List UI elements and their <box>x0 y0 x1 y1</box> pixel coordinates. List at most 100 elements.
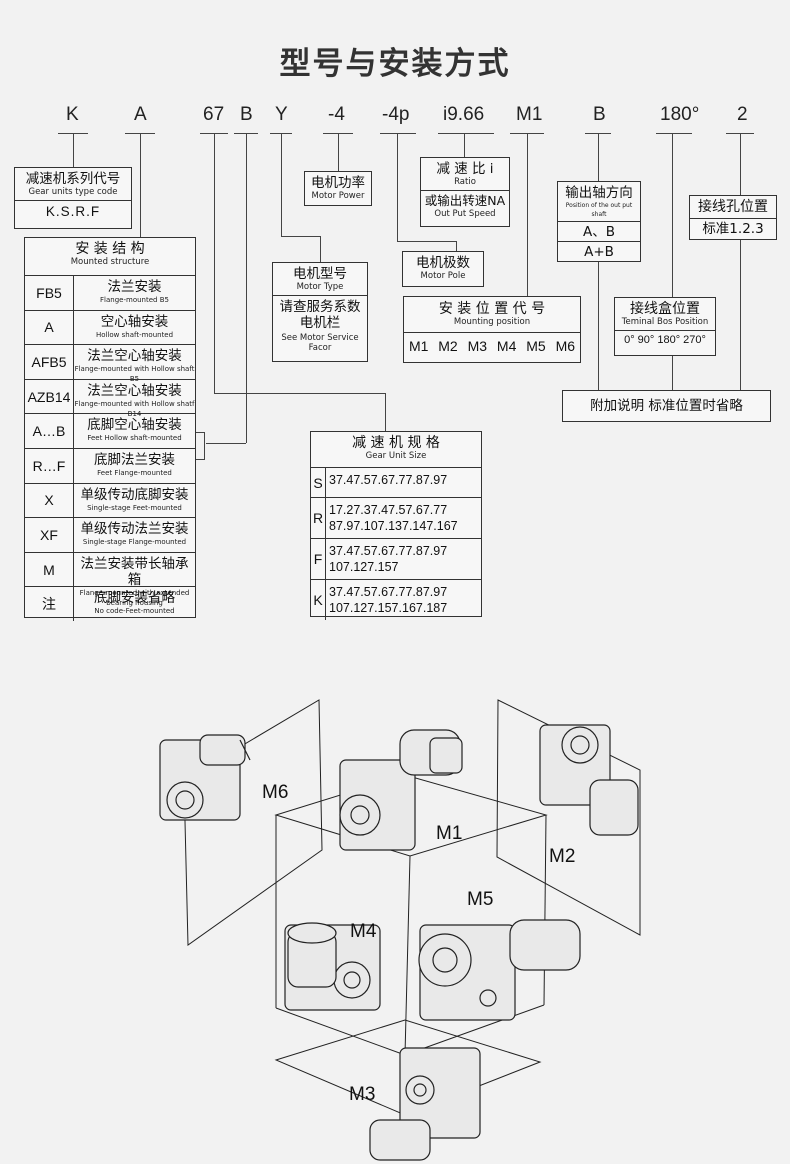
gear-unit-size-values: 107.127.157.167.187 <box>329 601 448 615</box>
output-shaft-option: A、B <box>558 221 640 241</box>
motor-power-label-en: Motor Power <box>311 191 365 201</box>
mounting-position-label: 安 装 位 置 代 号 <box>438 301 546 317</box>
code-y: Y <box>275 104 288 125</box>
mounting-structure-code: A…B <box>25 414 74 448</box>
output-shaft-label-en: Position of the out put shaft <box>565 202 633 218</box>
output-shaft-box: 输出轴方向 Position of the out put shaft A、B … <box>557 181 641 262</box>
position-label-m4: M4 <box>350 921 377 942</box>
position-label-m2: M2 <box>549 846 576 867</box>
mounting-structure-label: 法兰空心轴安装 <box>87 382 182 399</box>
gearmotor-m2 <box>539 724 639 836</box>
code-box: 180° <box>660 104 700 125</box>
mounting-structure-label-en: Hollow shaft-mounted <box>95 330 174 339</box>
note-box: 附加说明 标准位置时省略 <box>562 390 771 422</box>
gear-unit-size-header: 减 速 机 规 格 <box>352 435 440 451</box>
mounting-structure-label: 底脚安装省略 <box>94 590 175 607</box>
gear-unit-size-code: S <box>311 468 326 497</box>
mounting-structure-header: 安 装 结 构 <box>75 241 145 257</box>
mounting-structure-code: FB5 <box>25 276 74 310</box>
plane-m6 <box>183 699 323 946</box>
mounting-position-diagram <box>159 699 641 1161</box>
gear-unit-size-values: 37.47.57.67.77.87.97 <box>329 585 448 599</box>
terminal-box-box: 接线盒位置 Teminal Bos Position 0° 90° 180° 2… <box>614 297 716 356</box>
mounting-structure-label-en: Flange-mounted with Hollow shatf B14 <box>74 399 195 418</box>
mounting-structure-label: 单级传动法兰安装 <box>80 521 189 538</box>
mounting-position-value: M2 <box>438 338 458 354</box>
ratio-label-en: Ratio <box>454 177 476 187</box>
mounting-structure-header-en: Mounted structure <box>70 257 150 267</box>
code-mount: M1 <box>516 104 543 125</box>
mounting-structure-label: 单级传动底脚安装 <box>80 486 189 503</box>
position-label-m3: M3 <box>349 1084 376 1105</box>
gear-unit-size-code: F <box>311 539 326 579</box>
code-pole: -4p <box>382 104 410 125</box>
code-power: -4 <box>328 104 345 125</box>
mounting-structure-label-en: Single-stage Feet-mounted <box>87 503 182 512</box>
motor-power-box: 电机功率 Motor Power <box>304 171 372 206</box>
code-67: 67 <box>203 104 225 125</box>
code-ratio: i9.66 <box>443 104 485 125</box>
mounting-structure-code: X <box>25 483 74 518</box>
gear-unit-size-values: 87.97.107.137.147.167 <box>329 519 458 533</box>
mounting-structure-code: R…F <box>25 448 74 483</box>
mounting-structure-label: 法兰空心轴安装 <box>87 348 182 365</box>
mounting-structure-code: 注 <box>25 587 74 621</box>
code-hole: 2 <box>737 104 748 125</box>
terminal-hole-value: 标准1.2.3 <box>690 218 776 237</box>
plane-m3 <box>274 1019 542 1116</box>
mounting-position-value: M4 <box>496 338 517 354</box>
mounting-structure-label-en: Flange-mounted B5 <box>100 296 169 304</box>
gear-unit-size-code: R <box>311 498 326 538</box>
gear-unit-size-values: 17.27.37.47.57.67.77 <box>329 503 448 517</box>
gearmotor-m3 <box>369 1047 481 1161</box>
gear-unit-size-header-en: Gear Unit Size <box>365 451 427 461</box>
code-k: K <box>66 104 79 125</box>
motor-type-label-en: Motor Type <box>296 282 344 292</box>
motor-power-label: 电机功率 <box>311 175 365 191</box>
ratio-box: 减 速 比 i Ratio 或输出转速NA Out Put Speed <box>420 157 510 227</box>
mounting-structure-label: 空心轴安装 <box>100 313 169 330</box>
motor-type-note-en: See Motor Service Facor <box>281 333 359 353</box>
mounting-structure-label-en: Single-stage Flange-mounted <box>82 538 187 547</box>
mounting-structure-label-en: Flange-mounted with Hollow shaft B5 <box>74 365 195 384</box>
mounting-structure-label: 底脚法兰安装 <box>94 451 175 468</box>
motor-pole-box: 电机极数 Motor Pole <box>402 251 484 287</box>
ratio-alt-en: Out Put Speed <box>434 209 496 219</box>
motor-type-box: 电机型号 Motor Type 请查服务系数电机栏 See Motor Serv… <box>272 262 368 362</box>
motor-pole-label: 电机极数 <box>416 255 470 271</box>
mounting-structure-code: AZB14 <box>25 379 74 414</box>
mounting-structure-code: XF <box>25 518 74 552</box>
series-label: 减速机系列代号 <box>25 171 121 187</box>
gearmotor-m4 <box>284 922 381 1011</box>
note-text: 附加说明 标准位置时省略 <box>590 398 743 414</box>
terminal-box-values: 0° 90° 180° 270° <box>615 330 715 346</box>
terminal-hole-box: 接线孔位置 标准1.2.3 <box>689 195 777 240</box>
mounting-structure-label: 法兰安装 <box>107 279 162 295</box>
terminal-hole-label: 接线孔位置 <box>698 199 768 215</box>
gear-unit-size-values: 107.127.157 <box>329 560 399 574</box>
gearmotor-m6 <box>159 734 251 821</box>
position-label-m6: M6 <box>262 782 289 803</box>
mounting-structure-code: A <box>25 310 74 345</box>
mounting-structure-code: M <box>25 552 74 587</box>
motor-type-label: 电机型号 <box>293 266 347 282</box>
page-title: 型号与安装方式 <box>279 46 511 82</box>
gear-unit-size-code: K <box>311 580 326 620</box>
position-label-m5: M5 <box>467 889 494 910</box>
mounting-position-value: M1 <box>408 338 429 354</box>
motor-pole-label-en: Motor Pole <box>420 271 466 281</box>
